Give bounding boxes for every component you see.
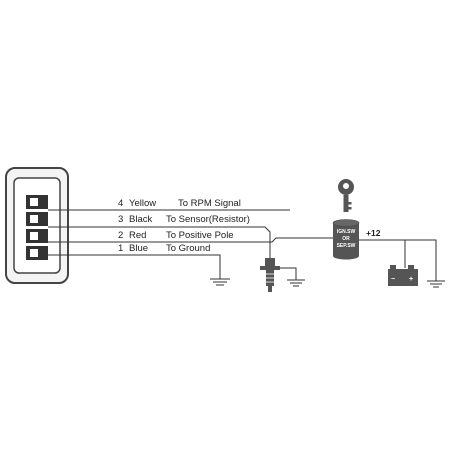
wire-label-3: 3 Black To Sensor(Resistor) [118, 214, 250, 225]
wire-3-desc: To Sensor(Resistor) [166, 214, 250, 225]
ignition-switch-label-3: SEP.SW [337, 243, 356, 249]
ignition-switch-label-2: OR [342, 236, 350, 242]
connector-pin-2 [26, 229, 48, 243]
connector-pin-1 [26, 246, 48, 260]
battery-icon: − + [388, 265, 418, 286]
connector-pin-4 [26, 195, 48, 209]
ground-symbol-sensor [280, 267, 305, 287]
wire-3-number: 3 [118, 214, 123, 225]
ignition-switch: IGN.SW OR SEP.SW [332, 219, 360, 260]
wire-2-color: Red [129, 230, 146, 241]
supply-label: +12 [366, 228, 381, 238]
ground-symbol-wire-1 [210, 278, 230, 286]
wire-2-red [48, 237, 333, 243]
wire-2-number: 2 [118, 230, 123, 241]
wire-3-color: Black [129, 214, 152, 225]
connector-pin-3 [26, 212, 48, 226]
wire-label-1: 1 Blue To Ground [118, 243, 210, 254]
battery-plus: + [409, 276, 413, 283]
wire-1-desc: To Ground [166, 243, 210, 254]
wire-3-black [48, 226, 271, 258]
wire-2-desc: To Positive Pole [166, 230, 234, 241]
sender-sensor [260, 258, 280, 292]
supply-line: +12 [359, 228, 406, 268]
wire-4-number: 4 [118, 198, 123, 209]
wire-4-desc: To RPM Signal [178, 198, 241, 209]
ground-symbol-battery [405, 239, 445, 288]
wire-1-blue [48, 254, 221, 279]
wire-4-color: Yellow [129, 198, 156, 209]
wire-1-color: Blue [129, 243, 148, 254]
battery-minus: − [391, 276, 395, 283]
gauge-connector [5, 167, 69, 284]
wire-label-4: 4 Yellow To RPM Signal [118, 198, 241, 209]
wire-label-2: 2 Red To Positive Pole [118, 230, 234, 241]
wire-1-number: 1 [118, 243, 123, 254]
key-icon [338, 179, 354, 212]
ignition-switch-label-1: IGN.SW [337, 229, 356, 235]
